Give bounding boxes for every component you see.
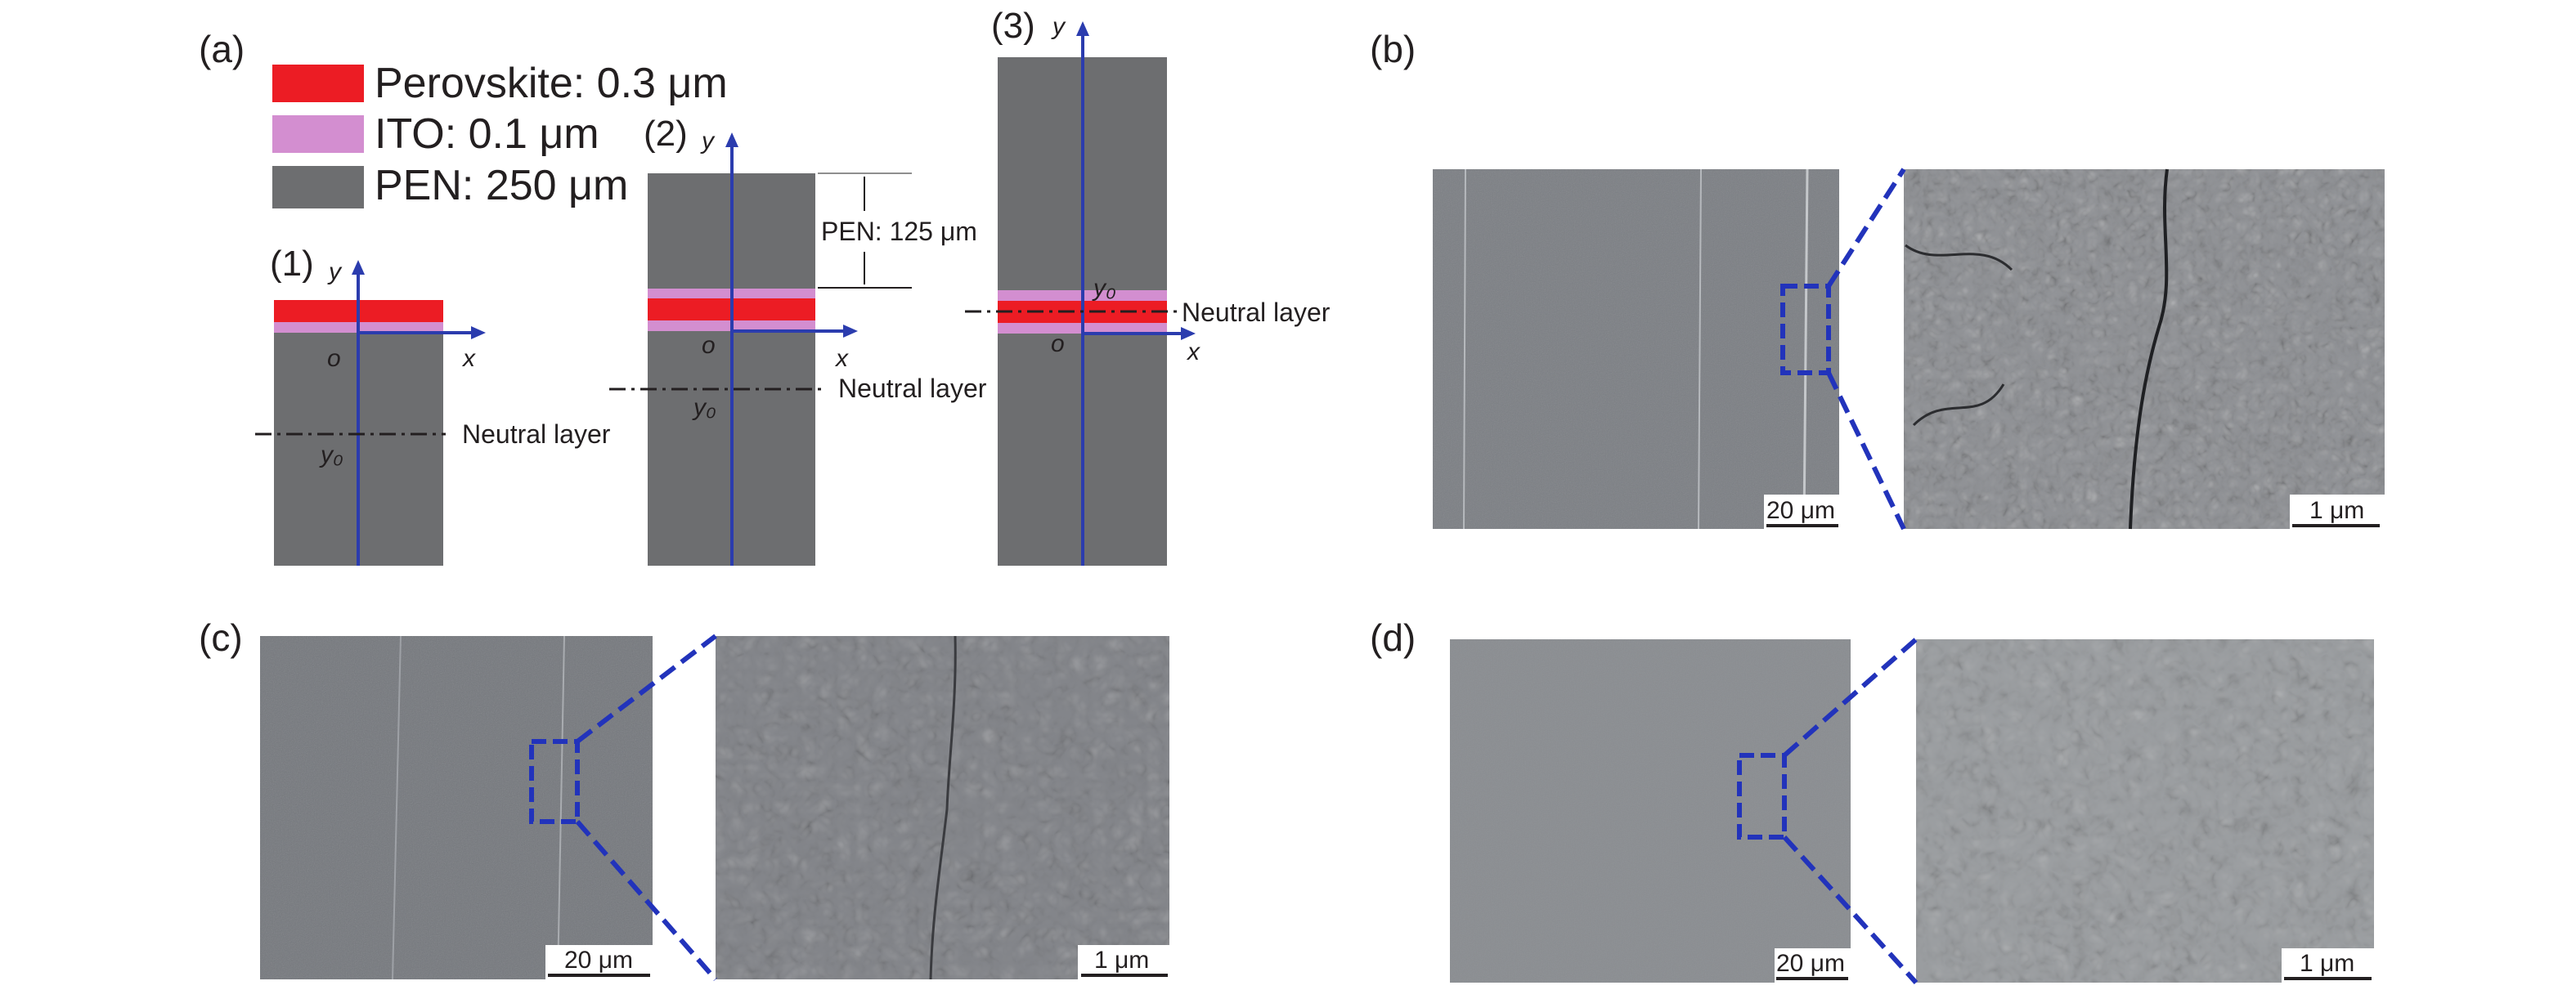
structure-2-neutral-symbol: y₀ [692,394,716,421]
structure-2: (2) y x o y₀ Neutral layer PEN: 125 μm [609,114,987,566]
sem-b-zoom-line-bottom [1826,371,1906,531]
structure-2-label: (2) [644,114,688,154]
structure-3-neutral-label: Neutral layer [1182,298,1331,327]
structure-3-neutral-symbol: y₀ [1092,275,1116,302]
sem-c-crack-large [929,635,957,980]
legend-label-pen: PEN: 250 μm [375,162,628,209]
sem-c-scale-high: 1 μm [1094,947,1149,974]
panel-label-b: (b) [1370,28,1416,70]
sem-b-crack-1 [1463,168,1466,530]
structure-2-x-label: x [834,345,849,372]
structure-2-dimension-label: PEN: 125 μm [821,217,977,246]
sem-d-scale-high: 1 μm [2300,950,2354,977]
structure-3-x-label: x [1186,338,1200,365]
structure-1-neutral-symbol: y₀ [319,441,343,468]
sem-d-zoom-box [1737,753,1787,840]
structure-1-neutral-label: Neutral layer [462,419,611,449]
structure-1-origin-label: o [327,345,341,372]
structure-3-origin-label: o [1051,330,1065,357]
panel-label-d: (d) [1370,616,1416,659]
sem-b-crack-left [1905,244,2013,427]
sem-b-scale-high: 1 μm [2309,497,2364,524]
sem-b-crack-2 [1698,168,1702,530]
sem-b-crack-3 [1802,168,1809,530]
structure-2-y-label: y [700,128,716,155]
sem-d-zoom-line-bottom [1782,835,1919,985]
structure-3-label: (3) [991,6,1035,46]
sem-c-scale-low: 20 μm [564,947,633,974]
legend-swatch-pen [272,166,364,208]
sem-b-scale-bg-high [2290,495,2385,529]
structure-3-x-arrow [1181,327,1196,340]
structure-3: (3) y x o y₀ Neutral layer [965,6,1331,566]
structure-1-label: (1) [270,244,314,284]
legend-label-ito: ITO: 0.1 μm [375,110,599,158]
sem-b-zoom-box [1780,284,1831,375]
structure-2-x-arrow [843,325,858,338]
structure-2-y-arrow [725,132,738,147]
sem-d-scale-low: 20 μm [1776,950,1845,977]
legend: Perovskite: 0.3 μm ITO: 0.1 μm PEN: 250 … [272,60,728,209]
sem-c-crack-1 [392,635,402,980]
sem-d: 20 μm 1 μm [1450,637,2374,985]
structure-1-x-label: x [461,345,476,372]
structure-2-origin-label: o [702,332,716,359]
structure-1-y-arrow [352,260,365,275]
legend-swatch-perovskite [272,65,364,102]
structure-3-y-label: y [1051,13,1066,40]
structure-3-y-arrow [1076,21,1089,36]
legend-label-perovskite: Perovskite: 0.3 μm [375,60,728,107]
sem-b-crack-large [2129,168,2169,530]
sem-b: 20 μm 1 μm [1433,168,2385,531]
structure-2-neutral-label: Neutral layer [838,374,987,403]
sem-c-zoom-box [529,739,580,824]
sem-c-zoom-line-bottom [575,820,718,981]
sem-b-scale-low: 20 μm [1766,497,1835,524]
panel-label-a: (a) [199,28,245,70]
sem-d-zoom-line-top [1783,637,1918,758]
sem-c: 20 μm 1 μm [260,634,1169,981]
legend-swatch-ito [272,115,364,153]
sem-c-zoom-line-top [576,634,717,744]
sem-b-scale-bg-low [1764,495,1839,529]
sem-b-zoom-line-top [1826,168,1906,288]
structure-1-y-label: y [327,258,343,285]
panel-label-c: (c) [199,616,243,659]
structure-1: (1) y x o y₀ Neutral layer [255,244,611,566]
sem-c-crack-2 [557,635,565,980]
structure-1-x-arrow [471,326,486,339]
